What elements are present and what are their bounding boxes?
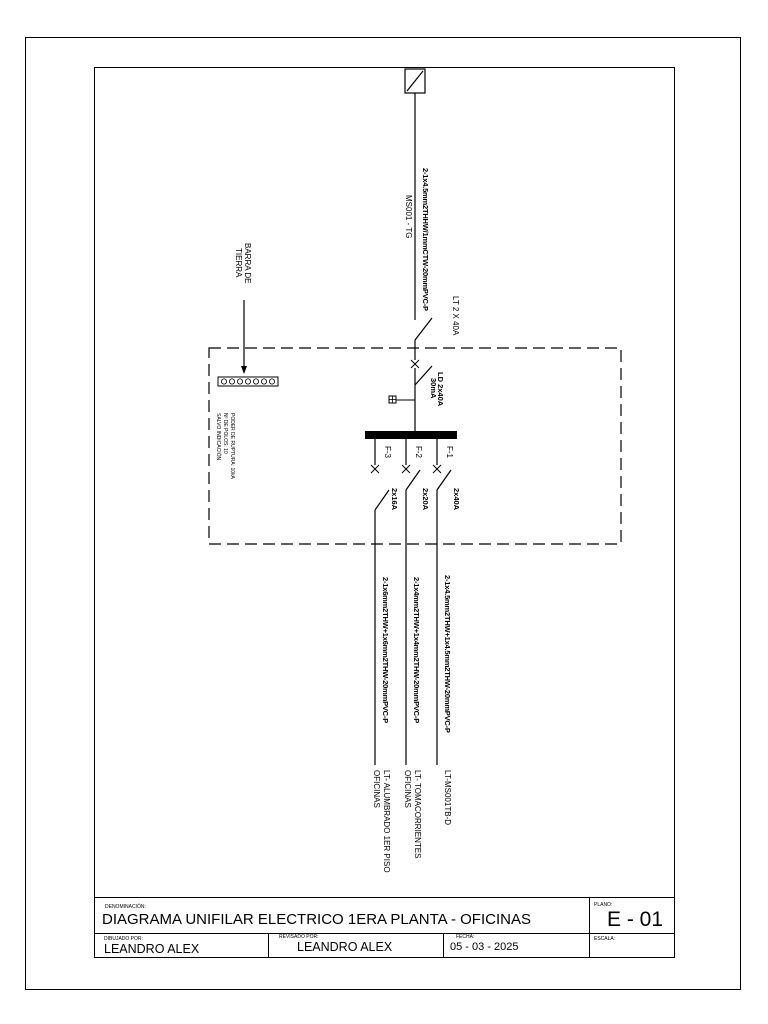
circuit-f2-cable: 2-1x4mm2THW+1x4mm2THW-20mmPVC-P (412, 577, 421, 723)
ground-label-2: TIERRA (234, 248, 243, 278)
circuit-f3-id: F-3 (383, 446, 392, 458)
circuit-f3-cable: 2-1x6mm2THW+1x6mm2THW-20mmPVC-P (381, 577, 390, 723)
revisado-value: LEANDRO ALEX (297, 940, 393, 954)
dibujado-value: LEANDRO ALEX (104, 942, 200, 956)
plano-value: E - 01 (607, 908, 664, 931)
revisado-label: REVISADO POR: (279, 934, 319, 940)
escala-label: ESCALA: (594, 936, 616, 942)
circuit-f3 (370, 439, 390, 765)
plano-label: PLANO: (594, 902, 613, 908)
ground-bar (217, 376, 279, 387)
differential-label-2: 30mA (429, 378, 438, 399)
circuit-f1-id: F-1 (445, 446, 454, 458)
circuit-f2-destination-2: OFICINAS (403, 770, 412, 808)
ground-label-1: BARRA DE (243, 243, 252, 284)
notes-line-1: PODER DE RUPTURA: 10kA (229, 413, 235, 479)
fecha-label: FECHA: (456, 934, 475, 940)
circuit-f2-destination-1: LT- TOMACORRIENTES (413, 770, 422, 859)
circuit-f3-destination-2: OFICINAS (372, 770, 381, 808)
drawing-title: DIAGRAMA UNIFILAR ELECTRICO 1ERA PLANTA … (102, 911, 531, 928)
notes-line-3: SALVO INDICACIÓN (215, 413, 221, 461)
circuit-f1-destination: LT-MS001TB-D (443, 770, 452, 825)
board-enclosure (208, 347, 622, 545)
main-breaker-label: LT 2 X 40A (451, 296, 460, 336)
circuit-f1 (432, 439, 452, 765)
source-cable-label: 2-1x4.5mm2THHW/1mmCTW-20mmPVC-P (421, 168, 430, 311)
circuit-f2-breaker: 2x20A (421, 488, 430, 511)
inner-frame (94, 67, 675, 958)
source-id-label: MS001 - TG (404, 195, 413, 239)
circuit-f1-cable: 2-1x4.5mm2THW+1x4.5mm2THW-20mmPVC-P (443, 575, 452, 733)
dibujado-label: DIBUJADO POR: (104, 936, 143, 942)
main-breaker-symbol (414, 317, 433, 341)
main-busbar (365, 431, 457, 439)
circuit-f1-breaker: 2x40A (452, 488, 461, 511)
denominacion-label: DENOMINACIÓN: (105, 904, 146, 910)
circuit-f3-destination-1: LT- ALUMBRADO 1ER PISO (382, 770, 391, 873)
circuit-f3-breaker: 2x16A (390, 488, 399, 511)
differential-symbol (414, 365, 433, 386)
circuit-f2-id: F-2 (414, 446, 423, 458)
outer-frame (25, 37, 741, 990)
notes-line-2: Nº DE POLOS: 10 (222, 413, 228, 454)
title-block (94, 897, 675, 958)
circuit-f2 (401, 439, 421, 765)
fecha-value: 05 - 03 - 2025 (450, 941, 519, 953)
